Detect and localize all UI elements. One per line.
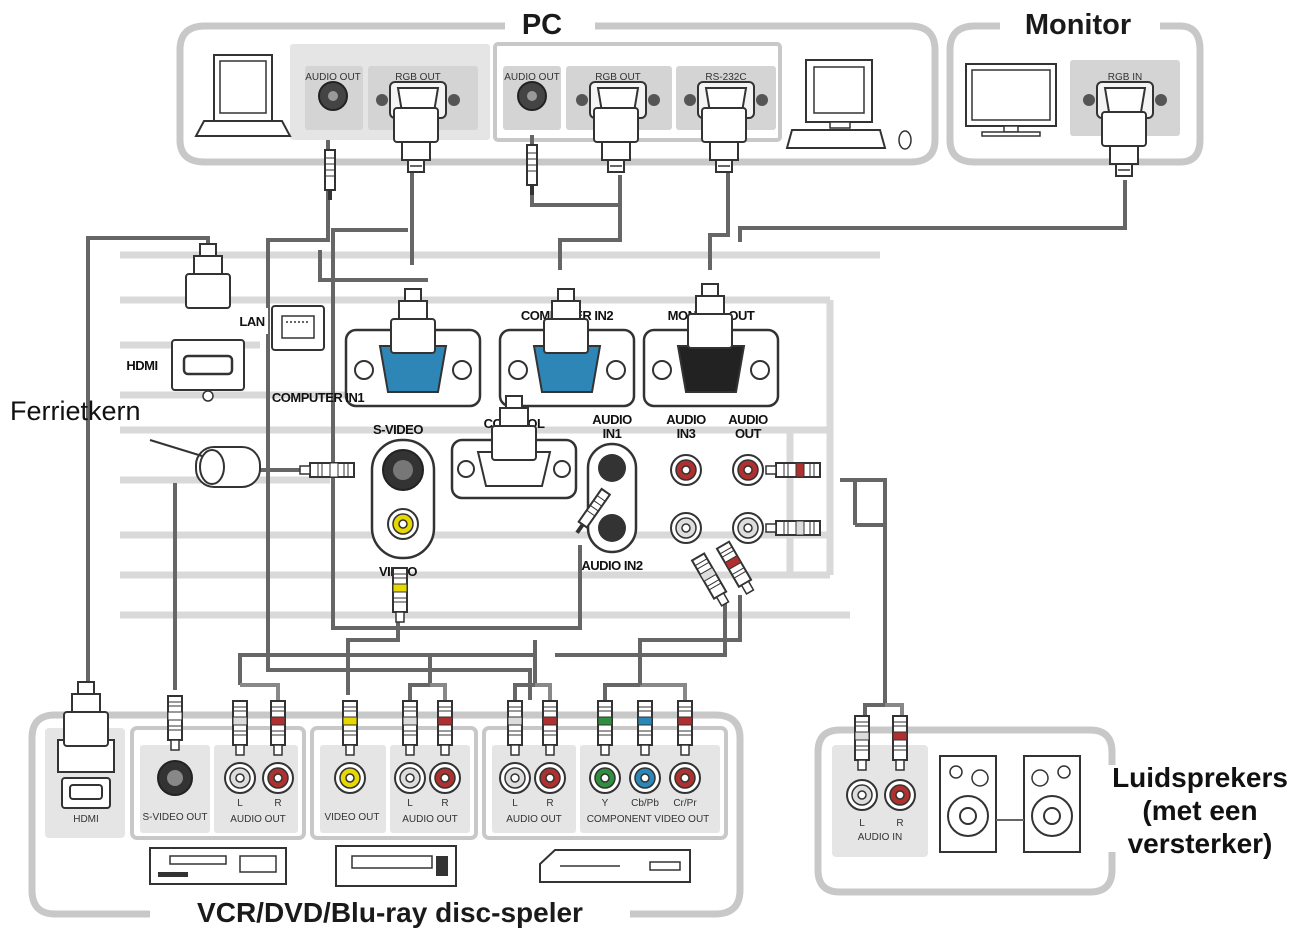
svg-text:AUDIO OUT: AUDIO OUT [230, 814, 286, 825]
svg-text:R: R [546, 798, 553, 809]
ferrite-core [149, 439, 261, 488]
desktop-audio-out-port: AUDIO OUT [503, 66, 561, 130]
projector-audio-out-port: AUDIO OUT [728, 412, 769, 544]
svg-text:AUDIO OUT: AUDIO OUT [506, 814, 562, 825]
desktop-audio-plug [526, 144, 538, 196]
projector-hdmi-port: HDMI [126, 339, 245, 402]
monitor-vga-plug [1101, 111, 1147, 177]
svg-text:RGB IN: RGB IN [1108, 72, 1142, 83]
dvd-player-icon [335, 845, 457, 887]
speakers-group-box [814, 726, 1116, 896]
svg-text:AUDIO OUT: AUDIO OUT [504, 72, 560, 83]
projector-panel [120, 251, 880, 619]
svg-text:OUT: OUT [735, 426, 762, 441]
svg-text:AUDIO: AUDIO [592, 412, 632, 427]
monitor-group-box [946, 22, 1204, 166]
player2-video-out-port: VIDEO OUT [324, 762, 380, 823]
svg-text:L: L [407, 798, 413, 809]
svg-text:AUDIO IN: AUDIO IN [858, 832, 902, 843]
monitor-group-title: Monitor [1025, 9, 1131, 41]
projector-audio-in3-port: AUDIO IN3 [666, 412, 707, 544]
blu-ray-player-icon [539, 849, 691, 883]
svg-text:AUDIO: AUDIO [728, 412, 768, 427]
speaker-left-icon [939, 755, 997, 853]
svg-text:S-VIDEO: S-VIDEO [373, 422, 423, 437]
svg-text:Luidsprekers: Luidsprekers [1112, 762, 1288, 793]
player3-audio-out-port: L R AUDIO OUT [499, 762, 566, 825]
svg-text:VIDEO OUT: VIDEO OUT [324, 812, 379, 823]
player-hdmi-plug [63, 681, 109, 747]
svg-text:AUDIO OUT: AUDIO OUT [402, 814, 458, 825]
svg-text:Cr/Pr: Cr/Pr [673, 798, 697, 809]
player-s-video-plug [167, 695, 183, 751]
player-s-video-out-port: S-VIDEO OUT [142, 760, 208, 823]
svg-text:HDMI: HDMI [126, 358, 157, 373]
svg-text:RGB OUT: RGB OUT [595, 72, 641, 83]
svg-text:L: L [512, 798, 518, 809]
svg-text:(met een: (met een [1142, 795, 1257, 826]
monitor-rgb-in-port: RGB IN [1070, 60, 1180, 136]
svg-text:COMPONENT VIDEO OUT: COMPONENT VIDEO OUT [587, 814, 710, 825]
svg-text:AUDIO IN2: AUDIO IN2 [581, 558, 643, 573]
vcr-icon [149, 847, 287, 885]
projector-s-video-port: S-VIDEO [370, 422, 436, 560]
svg-text:Y: Y [602, 798, 609, 809]
svg-text:R: R [896, 818, 903, 829]
monitor-out-plug [687, 283, 733, 349]
players-group-title: VCR/DVD/Blu-ray disc-speler [197, 897, 583, 928]
speaker-right-icon [1023, 755, 1081, 853]
svg-text:R: R [274, 798, 281, 809]
projector-lan-port: LAN [238, 305, 325, 351]
svg-text:IN1: IN1 [603, 426, 622, 441]
svg-text:L: L [237, 798, 243, 809]
svg-text:HDMI: HDMI [73, 814, 99, 825]
svg-text:LAN: LAN [239, 314, 264, 329]
player1-audio-out-port: L R AUDIO OUT [224, 762, 294, 825]
desktop-computer-icon [785, 59, 912, 150]
s-video-plug [299, 462, 355, 478]
svg-text:R: R [441, 798, 448, 809]
desktop-rgb-out-port: RGB OUT [566, 66, 672, 130]
speaker-audio-in-port: L R AUDIO IN [846, 779, 916, 843]
svg-text:S-VIDEO OUT: S-VIDEO OUT [142, 812, 207, 823]
laptop-icon [194, 54, 292, 137]
monitor-icon [965, 63, 1057, 137]
cables [86, 135, 1127, 715]
player2-audio-out-port: L R AUDIO OUT [394, 762, 461, 825]
speakers-group-title: Luidsprekers (met een versterker) [1112, 762, 1288, 859]
pc-group-title: PC [522, 9, 562, 41]
svg-text:AUDIO: AUDIO [666, 412, 706, 427]
svg-text:RGB OUT: RGB OUT [395, 72, 441, 83]
svg-text:Cb/Pb: Cb/Pb [631, 798, 659, 809]
laptop-audio-out-port: AUDIO OUT [305, 66, 363, 130]
ferrite-callout: Ferrietkern [10, 396, 141, 426]
svg-text:AUDIO OUT: AUDIO OUT [305, 72, 361, 83]
svg-text:IN3: IN3 [677, 426, 696, 441]
player3-component-video-out-port: Y Cb/Pb Cr/Pr COMPONENT VIDEO OUT [587, 762, 710, 825]
svg-text:versterker): versterker) [1128, 828, 1273, 859]
audio-out-plug-r [765, 462, 821, 478]
svg-text:COMPUTER IN1: COMPUTER IN1 [272, 390, 365, 405]
svg-text:RS-232C: RS-232C [705, 72, 746, 83]
projector-audio-in1-port: AUDIO IN1 AUDIO IN2 [581, 412, 643, 573]
svg-text:L: L [859, 818, 865, 829]
